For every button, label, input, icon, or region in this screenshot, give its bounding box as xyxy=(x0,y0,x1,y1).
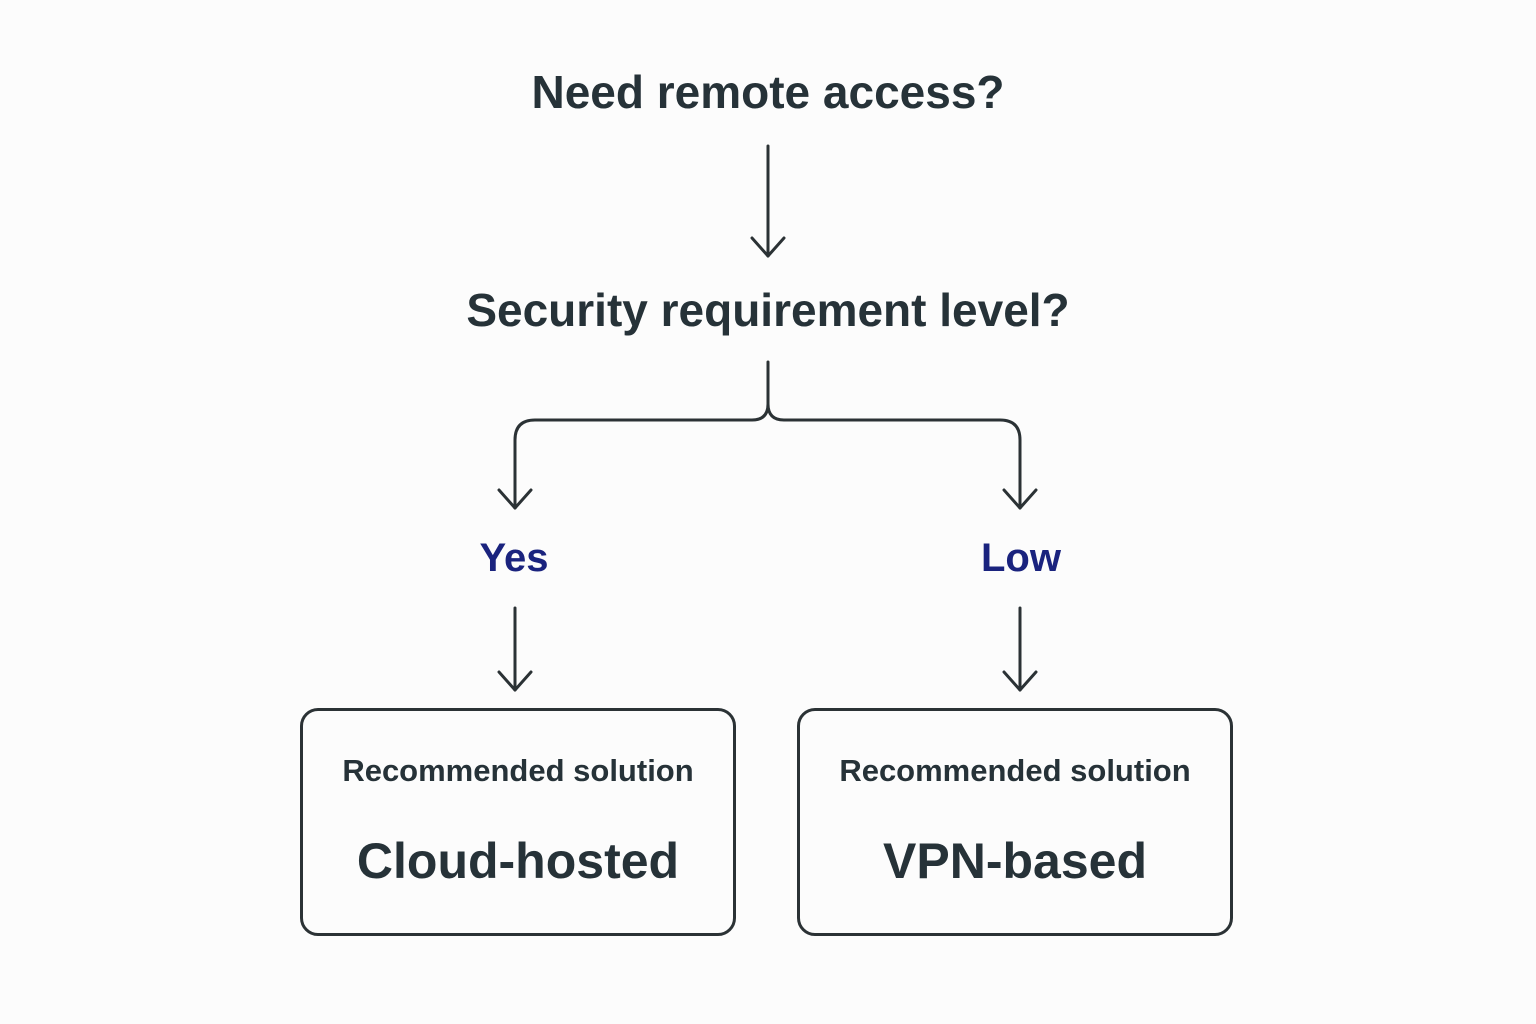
arrowhead-low-to-box xyxy=(1002,670,1038,692)
result-caption: Recommended solution xyxy=(839,753,1191,788)
brace-split-right xyxy=(766,402,1022,510)
brace-split xyxy=(513,360,770,510)
result-value: Cloud-hosted xyxy=(356,833,680,889)
branch-label-low: Low xyxy=(981,536,1061,580)
result-box-cloud-hosted: Recommended solution Cloud-hosted xyxy=(300,708,736,936)
arrowhead-to-yes xyxy=(497,488,533,510)
question-security-level: Security requirement level? xyxy=(466,284,1070,336)
arrowhead-to-low xyxy=(1002,488,1038,510)
question-remote-access: Need remote access? xyxy=(531,66,1005,118)
arrowhead-q1-to-q2 xyxy=(750,236,786,258)
result-box-vpn-based: Recommended solution VPN-based xyxy=(797,708,1233,936)
result-caption: Recommended solution xyxy=(342,753,694,788)
branch-label-yes: Yes xyxy=(479,536,549,580)
result-value: VPN-based xyxy=(883,833,1147,889)
arrowhead-yes-to-box xyxy=(497,670,533,692)
